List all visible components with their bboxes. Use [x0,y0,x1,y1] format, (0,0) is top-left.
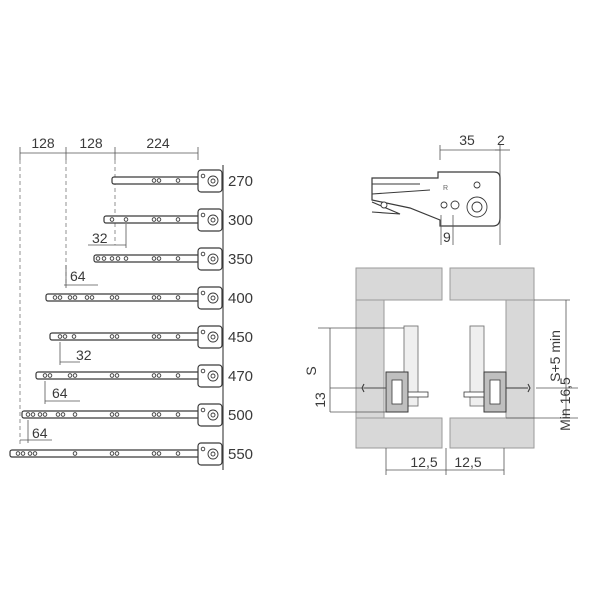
offset-64-b: 64 [52,385,68,401]
mount-hole [473,181,481,189]
mount-hole [440,201,448,209]
runner-slot [391,379,403,405]
rail-500 [21,403,223,427]
rail-hole [380,201,388,209]
mount-hole [450,200,460,210]
cabinet-section-view: S 13 12,5 12,5 S+5 min Min 16,5 [303,267,578,475]
side-wall-right [505,299,535,419]
runner-right [463,371,531,413]
drawer-side-right [469,325,485,407]
dim-12-5-right: 12,5 [454,454,481,470]
side-marker-r: R [443,185,448,192]
length-450: 450 [228,329,253,346]
offset-32-a: 32 [92,230,108,246]
rail-end-detail: 35 2 R 9 [371,132,510,245]
runner-bracket [407,391,429,398]
top-dim-128-b: 128 [79,135,103,151]
runner-slot [489,379,501,405]
rail-450 [49,325,223,349]
side-wall-left [355,299,385,419]
dim-S: S [303,366,319,375]
offset-32-b: 32 [76,347,92,363]
dim-2: 2 [497,132,505,148]
roller-hub [471,201,483,213]
runner-bracket [463,391,485,398]
top-dim-128-a: 128 [31,135,55,151]
dim-13: 13 [312,392,328,408]
rail-470 [35,364,223,388]
dim-12-5-left: 12,5 [410,454,437,470]
offset-64-a: 64 [70,268,86,284]
rail-350 [93,247,223,271]
dim-9: 9 [443,229,451,245]
top-panel-right [449,267,535,301]
length-300: 300 [228,212,253,229]
bottom-panel-left [355,417,443,449]
screw-head [527,383,531,393]
length-270: 270 [228,173,253,190]
dim-35: 35 [459,132,475,148]
rail-550 [9,442,223,466]
length-550: 550 [228,446,253,463]
top-dim-224: 224 [146,135,170,151]
length-400: 400 [228,290,253,307]
length-500: 500 [228,407,253,424]
rail-400 [45,286,223,310]
dim-s-plus-5-min: S+5 min [547,330,563,382]
offset-64-c: 64 [32,425,48,441]
rail-end-body [371,171,501,227]
rail-270 [111,169,223,193]
bottom-panel-right [449,417,535,449]
rail-300 [103,208,223,232]
top-panel-left [355,267,443,301]
dim-min-16-5: Min 16,5 [557,377,573,431]
rail-length-diagram: 128 128 224 270 300 [9,135,253,470]
rail-edge [371,189,431,195]
length-350: 350 [228,251,253,268]
length-470: 470 [228,368,253,385]
